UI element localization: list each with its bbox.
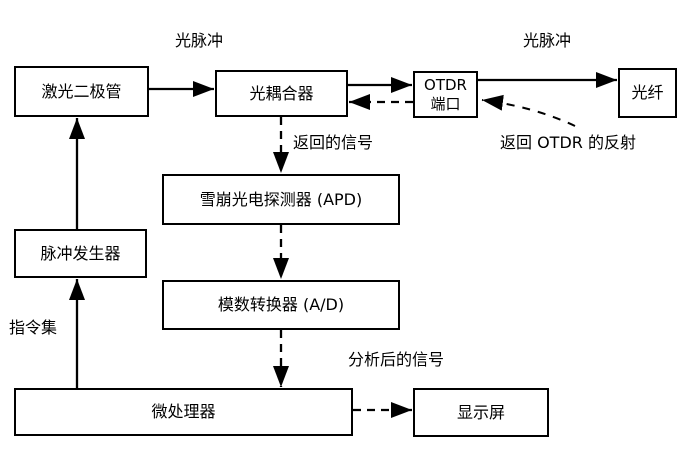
node-otdr-port-label-line1: OTDR (424, 75, 467, 94)
node-pulse-generator-label: 脉冲发生器 (40, 243, 121, 263)
node-apd-detector-label: 雪崩光电探测器 (APD) (199, 189, 363, 209)
node-otdr-port: OTDR 端口 (413, 71, 478, 118)
node-laser-diode-label: 激光二极管 (41, 81, 122, 101)
label-instruction-set: 指令集 (9, 318, 58, 337)
node-optical-fiber-label: 光纤 (631, 83, 664, 103)
label-light-pulse-left: 光脉冲 (175, 31, 224, 50)
node-display-screen: 显示屏 (413, 388, 549, 437)
label-analyzed-signal: 分析后的信号 (348, 350, 445, 369)
arrow-fiber-reflection-to-otdr-dashed (481, 94, 576, 127)
node-microprocessor: 微处理器 (14, 388, 353, 436)
node-optical-fiber: 光纤 (618, 68, 677, 118)
node-ad-converter: 模数转换器 (A/D) (162, 280, 400, 330)
node-apd-detector: 雪崩光电探测器 (APD) (162, 174, 400, 225)
node-display-screen-label: 显示屏 (456, 402, 505, 422)
node-optical-coupler: 光耦合器 (215, 70, 348, 117)
label-returned-signal: 返回的信号 (293, 133, 374, 152)
node-laser-diode: 激光二极管 (14, 66, 149, 117)
label-reflection-to-otdr: 返回 OTDR 的反射 (500, 133, 636, 152)
node-otdr-port-label-line2: 端口 (430, 94, 461, 113)
node-ad-converter-label: 模数转换器 (A/D) (217, 295, 345, 315)
label-light-pulse-right: 光脉冲 (523, 31, 572, 50)
node-microprocessor-label: 微处理器 (151, 402, 216, 422)
node-optical-coupler-label: 光耦合器 (249, 83, 314, 103)
node-pulse-generator: 脉冲发生器 (14, 229, 147, 278)
